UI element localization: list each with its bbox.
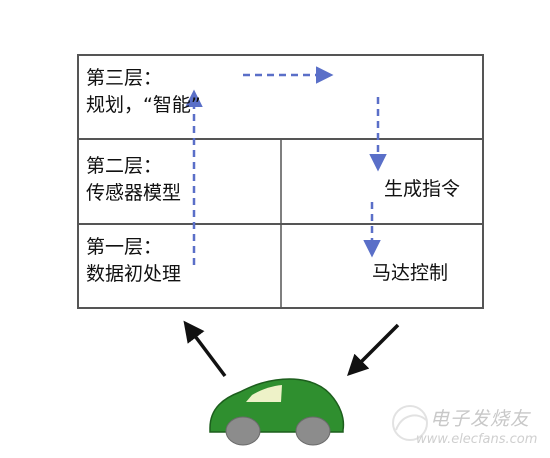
watermark-title: 电子发烧友	[430, 408, 531, 430]
layer-1-title: 第一层：	[86, 236, 163, 258]
command-generation-label: 生成指令	[384, 178, 461, 200]
layer-2-title: 第二层：	[86, 155, 163, 177]
watermark-logo-icon	[392, 405, 428, 441]
car-rear-wheel	[295, 416, 331, 446]
robot-car-icon	[209, 378, 345, 446]
sensor-input-arrow	[183, 320, 227, 378]
watermark-url: www.elecfans.com	[416, 432, 538, 447]
layer-1-subtitle: 数据初处理	[86, 263, 182, 285]
layer-3-subtitle: 规划，“智能”	[86, 94, 201, 116]
car-window	[246, 385, 282, 402]
layer-3-label: 第三层： 规划，“智能”	[86, 65, 201, 119]
layer-2-label: 第二层： 传感器模型	[86, 153, 181, 207]
layer-3-title: 第三层：	[86, 67, 163, 89]
motor-output-arrow	[347, 323, 400, 376]
motor-control-label: 马达控制	[372, 262, 449, 284]
layer-1-label: 第一层： 数据初处理	[86, 234, 181, 288]
watermark: 电子发烧友 www.elecfans.com	[388, 400, 548, 456]
layer-2-subtitle: 传感器模型	[86, 182, 182, 204]
car-front-wheel	[225, 416, 261, 446]
